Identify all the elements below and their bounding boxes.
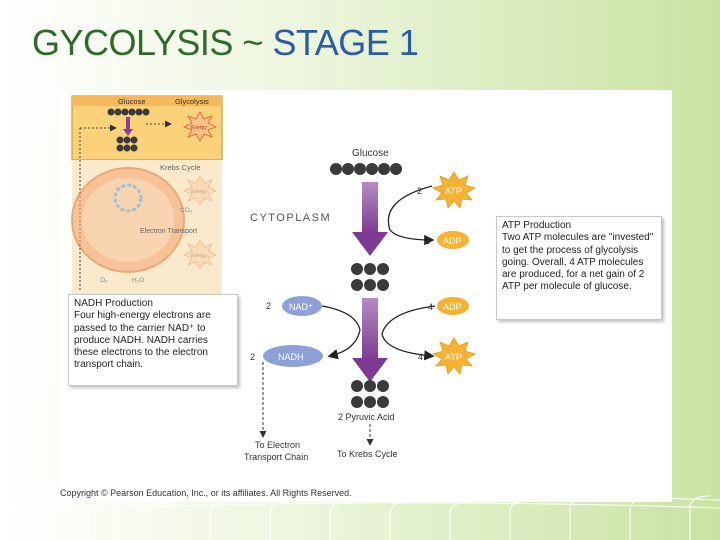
copyright-notice: Copyright © Pearson Education, Inc., or …	[60, 488, 352, 498]
atp-production-body: Two ATP molecules are "invested" to get …	[502, 232, 654, 293]
overview-mitochondrion	[71, 167, 185, 273]
overview-energy-label-3: Energy	[191, 253, 207, 259]
title-word-glycolysis: GYCOLYSIS	[32, 22, 233, 63]
overview-energy-label-1: Energy	[191, 125, 207, 131]
overview-h2o-label: H₂O	[132, 277, 144, 284]
overview-energy-star-3: Energy	[183, 239, 217, 270]
adp-in-label: ADP	[443, 302, 462, 312]
atp-out-count: 4	[418, 352, 423, 362]
to-electron-label-2: Transport Chain	[244, 452, 308, 462]
atp-production-heading: ATP Production	[502, 220, 572, 231]
glycolysis-diagram: Glucose Glycolysis Energy	[71, 95, 477, 462]
overview-energy-star-1: Energy	[183, 111, 217, 142]
overview-thumbnail: Glucose Glycolysis Energy	[71, 95, 223, 300]
to-krebs-label: To Krebs Cycle	[337, 449, 398, 459]
glucose-molecule	[330, 163, 402, 175]
atp-in-count: 2	[417, 186, 422, 196]
pyruvic-acid-label: 2 Pyruvic Acid	[338, 412, 395, 422]
overview-energy-star-2: Energy	[183, 175, 217, 206]
nad-badge: NAD⁺	[282, 296, 322, 316]
atp-production-curve	[381, 305, 436, 361]
nad-count: 2	[266, 301, 271, 311]
glycolysis-arrow-lower	[352, 298, 388, 382]
overview-electron-transport-label: Electron Transport	[140, 228, 197, 235]
to-electron-label-1: To Electron	[255, 440, 300, 450]
title-stage: STAGE 1	[272, 22, 419, 63]
overview-glucose-label: Glucose	[118, 97, 146, 106]
nadh-production-box: NADH Production Four high-energy electro…	[68, 294, 238, 386]
glycolysis-arrow-upper	[352, 182, 388, 256]
nad-label: NAD⁺	[289, 302, 313, 312]
overview-krebs-label: Krebs Cycle	[160, 163, 200, 172]
diagram-panel: Glucose Glycolysis Energy	[60, 90, 672, 502]
slide-title: GYCOLYSIS ~ STAGE 1	[32, 22, 419, 64]
overview-energy-label-2: Energy	[191, 189, 207, 195]
atp-out-label: ATP	[445, 352, 462, 362]
atp-investment-curve	[387, 185, 435, 246]
atp-star-in: ATP	[431, 171, 477, 209]
adp-out-count: 2	[425, 236, 430, 246]
nadh-count: 2	[250, 352, 255, 362]
pyruvic-acid-molecules	[351, 380, 389, 408]
adp-out-badge: ADP	[437, 231, 469, 249]
atp-star-out: ATP	[431, 337, 477, 375]
title-tilde: ~	[242, 22, 263, 63]
glucose-label: Glucose	[352, 148, 389, 159]
cytoplasm-label: CYTOPLASM	[250, 212, 331, 224]
nadh-badge: NADH	[263, 345, 323, 367]
atp-in-label: ATP	[445, 186, 462, 196]
overview-glucose-molecule	[107, 108, 150, 116]
nadh-production-body: Four high-energy electrons are passed to…	[74, 310, 211, 371]
nadh-label: NADH	[278, 352, 304, 362]
atp-production-box: ATP Production Two ATP molecules are "in…	[496, 216, 662, 320]
overview-glycolysis-label: Glycolysis	[175, 97, 209, 106]
adp-out-label: ADP	[443, 236, 462, 246]
nad-curve	[321, 305, 361, 360]
intermediate-molecule	[351, 263, 389, 291]
adp-in-badge: ADP	[437, 297, 469, 315]
overview-co2-label: CO₂	[180, 207, 193, 214]
nadh-production-heading: NADH Production	[74, 298, 153, 309]
overview-o2-label: O₂	[100, 277, 108, 284]
